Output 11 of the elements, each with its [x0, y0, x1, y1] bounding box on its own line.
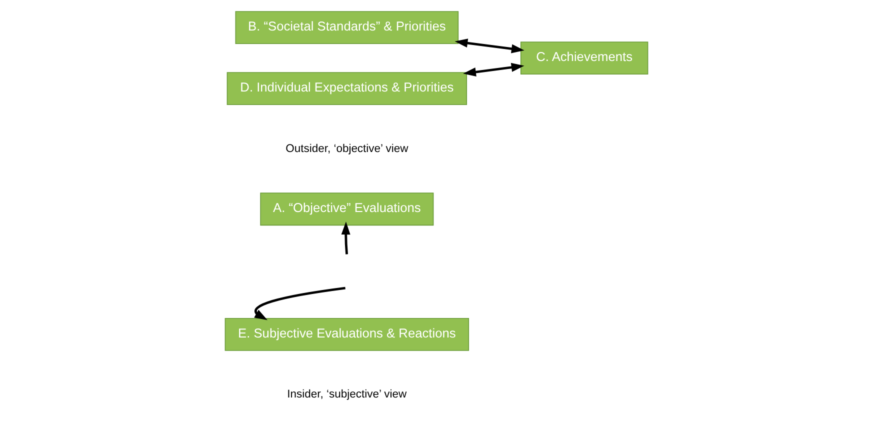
arrow	[341, 222, 350, 254]
arrow	[254, 286, 346, 320]
node-box: C. Achievements	[520, 42, 648, 75]
node-box: B. “Societal Standards” & Priorities	[235, 11, 459, 44]
label: Insider, ‘subjective’ view	[287, 388, 407, 401]
node-box: A. “Objective” Evaluations	[260, 192, 434, 226]
node-box: E. Subjective Evaluations & Reactions	[224, 318, 470, 351]
label: Outsider, ‘objective’ view	[286, 142, 408, 155]
arrow	[454, 38, 524, 54]
arrow	[463, 62, 524, 76]
node-box: D. Individual Expectations & Priorities	[226, 72, 468, 106]
